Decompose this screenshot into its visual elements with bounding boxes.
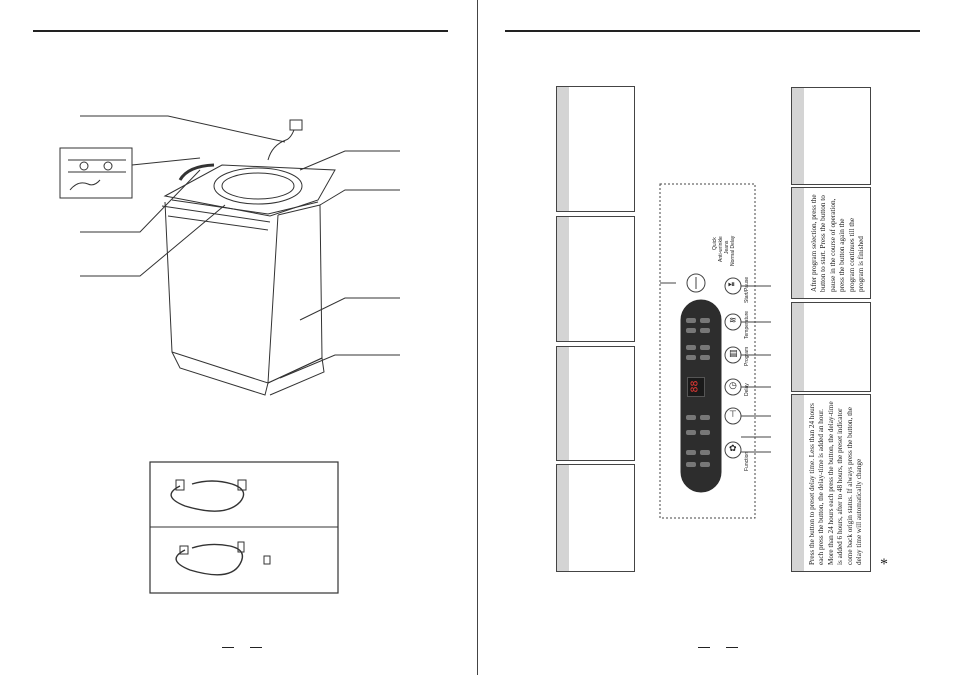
program-icon[interactable]: ▤ — [729, 349, 738, 359]
temperature-label: Temperature — [744, 310, 750, 339]
empty-box-5 — [791, 87, 871, 185]
header-rule-left — [33, 30, 448, 32]
delay-label: Delay — [744, 383, 750, 396]
display-digits: 88 — [689, 380, 701, 393]
empty-box-4 — [556, 464, 635, 572]
start-pause-box: After program selection, press the butto… — [791, 187, 871, 299]
digital-display: 88 — [687, 377, 705, 397]
empty-box-3 — [556, 346, 635, 461]
clock-icon[interactable]: ◷ — [729, 381, 737, 391]
start-pause-label: Start/Pause — [744, 276, 750, 303]
page-divider — [477, 0, 478, 675]
lock-icon[interactable]: ⊤ — [729, 410, 737, 420]
delay-box: Press the button to preset delay time. L… — [791, 394, 871, 572]
thermometer-icon[interactable]: ≋ — [729, 316, 737, 326]
empty-box-6 — [791, 302, 871, 392]
legend-normal-delay: Normal Delay — [730, 235, 736, 266]
start-pause-description: After program selection, press the butto… — [810, 194, 866, 292]
empty-box-1 — [556, 86, 635, 212]
delay-description: Press the button to preset delay time. L… — [808, 401, 864, 565]
power-icon[interactable] — [690, 276, 702, 290]
page-number-left — [214, 640, 270, 651]
footnote-asterisk: * — [880, 556, 888, 573]
page-number-right — [690, 640, 746, 651]
settings-icon[interactable]: ✿ — [729, 444, 737, 454]
program-label: Program — [744, 346, 750, 366]
function-label: Function — [744, 451, 750, 471]
header-rule-right — [505, 30, 920, 32]
empty-box-2 — [556, 216, 635, 342]
play-pause-icon[interactable]: ⏯ — [728, 280, 736, 290]
